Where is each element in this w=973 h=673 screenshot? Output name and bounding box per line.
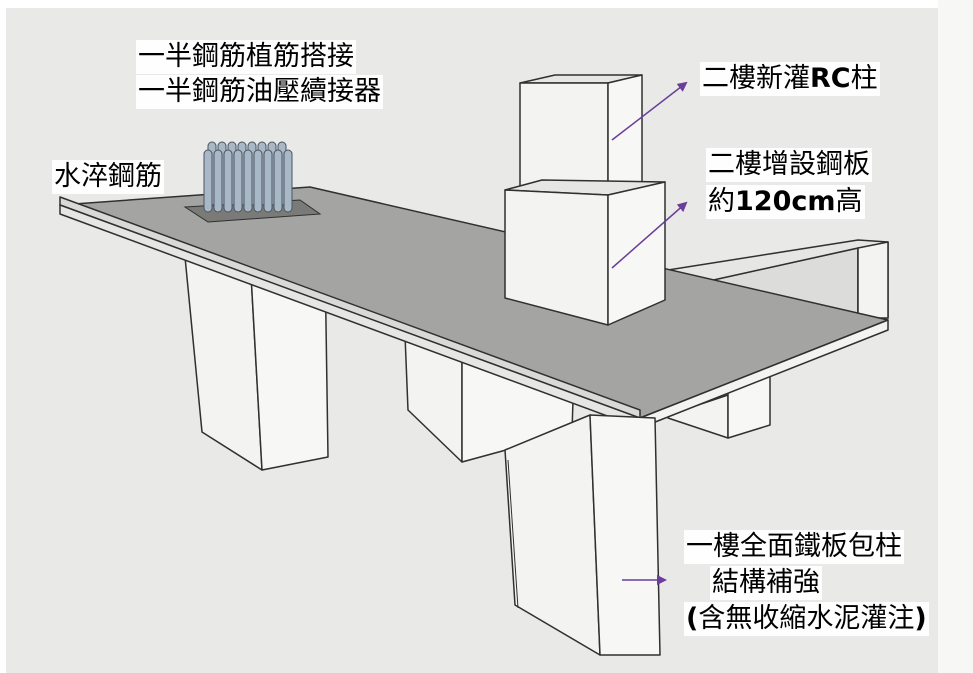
column-jacket-label-close: )	[914, 603, 927, 634]
column-jacket-label-open: (	[686, 603, 699, 634]
front-column	[504, 414, 661, 656]
column-jacket-label-line2: 結構補強	[710, 566, 822, 600]
rc-column-label-prefix: 二樓新灌	[702, 63, 810, 94]
steel-plate-label-bold: 120cm	[735, 186, 836, 217]
rebar-bar	[243, 149, 253, 213]
rebar-bar	[223, 149, 233, 213]
column-jacket-label-text: 含無收縮水泥灌注	[698, 603, 915, 634]
second-floor-steel-plate	[504, 179, 666, 326]
rc-column-label-suffix: 柱	[850, 63, 878, 94]
splice-label-line1: 一半鋼筋植筋搭接	[136, 40, 356, 74]
floor-slab	[59, 186, 889, 429]
rc-column-label: 二樓新灌RC柱	[700, 62, 880, 96]
steel-plate-label-line2: 約120cm高	[706, 185, 865, 219]
rebar-bar	[273, 149, 283, 213]
rebar-bar	[283, 149, 293, 213]
arrow-rc-column	[611, 81, 688, 141]
steel-plate-label-line1: 二樓增設鋼板	[706, 148, 872, 182]
quench-rebar-label: 水淬鋼筋	[52, 160, 164, 194]
steel-plate-label-suffix: 高	[835, 186, 863, 217]
steel-plate-label-prefix: 約	[708, 186, 735, 217]
quenched-rebar-bundle	[203, 141, 293, 213]
leader-arrows	[611, 81, 688, 585]
left-column	[184, 256, 329, 471]
column-jacket-label-line1: 一樓全面鐵板包柱	[684, 530, 904, 564]
rebar-bar	[233, 149, 243, 213]
rebar-bar	[253, 149, 263, 213]
arrow-steel-plate	[611, 201, 688, 269]
column-jacket-label-line3: (含無收縮水泥灌注)	[684, 602, 929, 636]
rebar-bar	[263, 149, 273, 213]
second-floor-rc-column	[519, 74, 643, 196]
rebar-bar	[203, 149, 213, 213]
rebar-bar	[213, 149, 223, 213]
rc-column-label-bold: RC	[810, 63, 851, 94]
splice-label-line2: 一半鋼筋油壓續接器	[136, 75, 383, 109]
